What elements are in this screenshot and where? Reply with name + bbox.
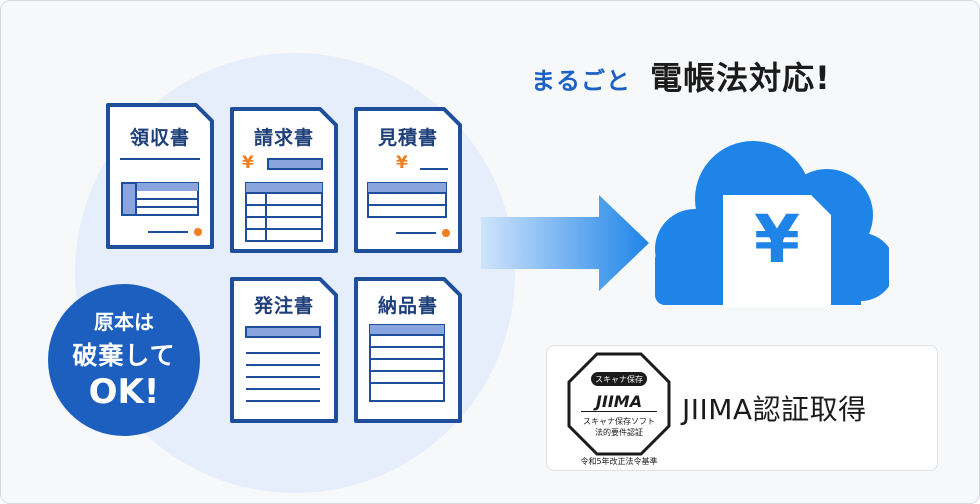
document-order: 発注書 — [228, 275, 340, 425]
invoice-title: 請求書 — [253, 127, 314, 149]
arrow-right-icon — [481, 195, 649, 291]
invoice-icon — [230, 107, 338, 253]
badge-line1: 原本は — [94, 310, 154, 334]
cloud-storage: ¥ — [649, 137, 895, 321]
badge-line3: OK! — [88, 372, 160, 412]
jiima-logo-brand: JIIMA — [581, 392, 657, 412]
quote-yen-icon: ¥ — [396, 153, 408, 173]
order-icon — [230, 277, 338, 423]
document-invoice: 請求書 ¥ — [228, 105, 340, 255]
cloud-icon — [655, 141, 895, 307]
yen-icon: ¥ — [754, 201, 800, 278]
document-receipt: 領収書 — [104, 101, 216, 251]
document-quote: 見積書 ¥ — [352, 105, 464, 255]
quote-icon — [354, 107, 462, 253]
jiima-logo: スキャナ保存 JIIMA スキャナ保存ソフト 法的要件認証 令和5年改正法令基準 — [567, 352, 671, 466]
jiima-logo-line2: 法的要件認証 — [595, 428, 643, 437]
discard-original-badge: 原本は 破棄して OK! — [48, 284, 200, 436]
receipt-icon — [106, 103, 214, 249]
delivery-icon — [354, 277, 462, 423]
headline: まるごと 電帳法対応! — [531, 53, 831, 99]
quote-title: 見積書 — [377, 127, 438, 149]
jiima-logo-footer: 令和5年改正法令基準 — [580, 457, 658, 466]
certification-label: JIIMA認証取得 — [682, 393, 867, 426]
document-delivery: 納品書 — [352, 275, 464, 425]
order-title: 発注書 — [253, 295, 314, 317]
badge-line2: 破棄して — [72, 341, 176, 370]
jiima-logo-line1: スキャナ保存ソフト — [583, 417, 655, 426]
invoice-yen-icon: ¥ — [242, 153, 254, 173]
jiima-logo-top: スキャナ保存 — [595, 375, 643, 384]
headline-main: 電帳法対応! — [650, 59, 831, 97]
headline-sub: まるごと — [531, 67, 631, 95]
jiima-octagon-icon — [567, 352, 671, 456]
receipt-title: 領収書 — [129, 127, 190, 149]
jiima-certification-card: スキャナ保存 JIIMA スキャナ保存ソフト 法的要件認証 令和5年改正法令基準… — [546, 345, 938, 471]
delivery-title: 納品書 — [377, 295, 438, 317]
